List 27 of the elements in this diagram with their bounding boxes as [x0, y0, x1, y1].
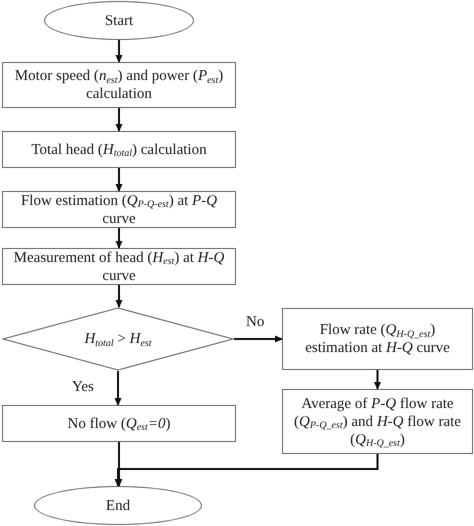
process-box — [282, 308, 473, 370]
process-box — [2, 405, 236, 442]
node-text: Start — [104, 12, 134, 30]
node-text: Measurement of head (H$_{est}$) at H-Q curve — [12, 248, 226, 284]
arrow — [116, 40, 122, 63]
node-text: Motor speed (n$_{est}$) and power (P$_{est}$) calculation — [14, 67, 224, 103]
arrow — [116, 442, 122, 487]
node-text: Flow rate (Q$_{H-Q_est}$) estimation at H-Q curve — [304, 321, 451, 357]
arrow — [116, 168, 122, 192]
process-box — [2, 131, 236, 168]
node-text: End — [106, 496, 130, 514]
arrow — [114, 454, 378, 487]
process-box — [282, 389, 473, 454]
node-text: Flow estimation (Q$_{P-Q-est}$) at P-Q curve — [20, 192, 218, 228]
decision-diamond — [2, 307, 234, 371]
arrow — [114, 371, 122, 406]
process-box — [2, 191, 236, 228]
node-text: No flow (Q$_{est}$=0) — [68, 414, 170, 432]
node-text: Total head (H$_{total}$) calculation — [31, 140, 207, 158]
arrow — [234, 336, 283, 342]
node-text: H$_{total}$ > H$_{est}$ — [84, 330, 152, 348]
arrow — [116, 108, 122, 132]
node-text: Average of P-Q flow rate (Q$_{P-Q_est}$) and H-Q flow rate (Q$_{H-Q_est}$) — [293, 394, 462, 448]
arrow — [116, 285, 122, 308]
arrow — [374, 370, 381, 390]
process-box — [2, 62, 236, 108]
arrow — [116, 228, 122, 249]
